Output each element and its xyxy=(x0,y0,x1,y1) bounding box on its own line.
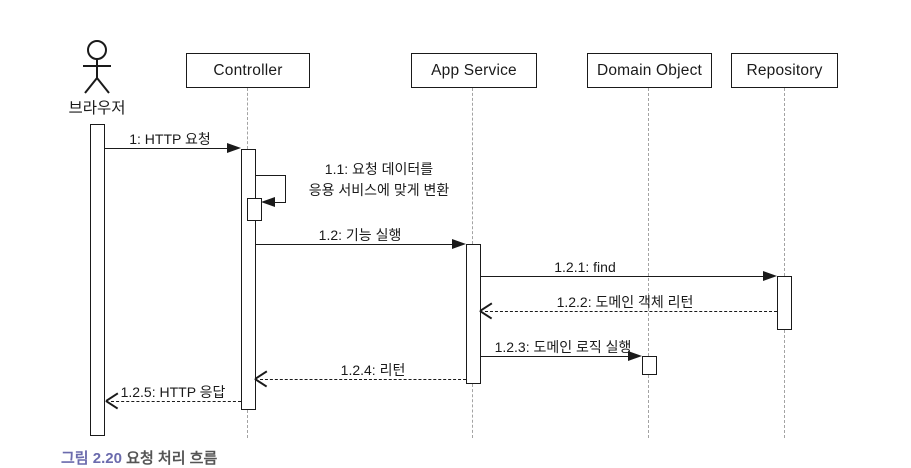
message-return-line xyxy=(260,379,466,380)
message-execute-line xyxy=(255,244,452,245)
message-find-arrowhead xyxy=(763,271,777,281)
lifeline-domain-object-upper xyxy=(648,88,649,356)
lifeline-app-service-upper xyxy=(472,88,473,244)
message-transform-down-line xyxy=(285,175,286,203)
message-find-line xyxy=(481,276,763,277)
message-execute-arrowhead xyxy=(452,239,466,249)
activation-bar-app-service xyxy=(466,244,481,384)
activation-bar-controller xyxy=(241,149,256,410)
message-http-response-line xyxy=(111,401,241,402)
message-return-domain-object-arrowhead xyxy=(480,302,494,320)
message-http-request-label: 1: HTTP 요청 xyxy=(129,131,211,147)
lifeline-controller-upper xyxy=(247,88,248,149)
figure-caption: 그림 2.20 요청 처리 흐름 xyxy=(61,447,217,468)
message-return-domain-object-line xyxy=(485,311,777,312)
message-return-arrowhead xyxy=(255,370,269,388)
lifeline-header-app-service: App Service xyxy=(411,53,537,88)
activation-bar-domain-object xyxy=(642,356,657,375)
lifeline-header-controller: Controller xyxy=(186,53,310,88)
message-http-response-label: 1.2.5: HTTP 응답 xyxy=(120,384,226,400)
message-return-domain-object-label: 1.2.2: 도메인 객체 리턴 xyxy=(556,294,694,310)
message-http-response-arrowhead xyxy=(106,392,120,410)
message-transform-arrowhead xyxy=(261,197,275,207)
figure-caption-title: 요청 처리 흐름 xyxy=(126,450,218,467)
message-transform-label-line2: 응용 서비스에 맞게 변환 xyxy=(308,182,450,198)
lifeline-repository-upper xyxy=(784,88,785,276)
message-domain-logic-line xyxy=(481,356,628,357)
lifeline-header-domain-object: Domain Object xyxy=(587,53,712,88)
message-transform-label-line1: 1.1: 요청 데이터를 xyxy=(324,161,434,177)
message-http-request-arrowhead xyxy=(227,143,241,153)
message-find-label: 1.2.1: find xyxy=(554,259,616,275)
lifeline-repository-lower xyxy=(784,330,785,438)
actor-icon xyxy=(83,40,111,94)
message-transform-out-line xyxy=(255,175,286,176)
lifeline-header-repository: Repository xyxy=(731,53,838,88)
message-transform-back-line xyxy=(274,202,286,203)
lifeline-controller-lower xyxy=(247,410,248,438)
message-domain-logic-label: 1.2.3: 도메인 로직 실행 xyxy=(494,339,632,355)
actor-label: 브라우저 xyxy=(68,100,126,117)
message-http-request-line xyxy=(105,148,229,149)
lifeline-domain-object-lower xyxy=(648,375,649,438)
message-domain-logic-arrowhead xyxy=(628,351,642,361)
message-execute-label: 1.2: 기능 실행 xyxy=(318,227,402,243)
figure-caption-number: 그림 2.20 xyxy=(61,450,122,467)
lifeline-app-service-lower xyxy=(472,384,473,438)
activation-bar-browser xyxy=(90,124,105,436)
activation-bar-controller-nested xyxy=(247,198,262,221)
message-return-label: 1.2.4: 리턴 xyxy=(340,362,406,378)
activation-bar-repository xyxy=(777,276,792,330)
